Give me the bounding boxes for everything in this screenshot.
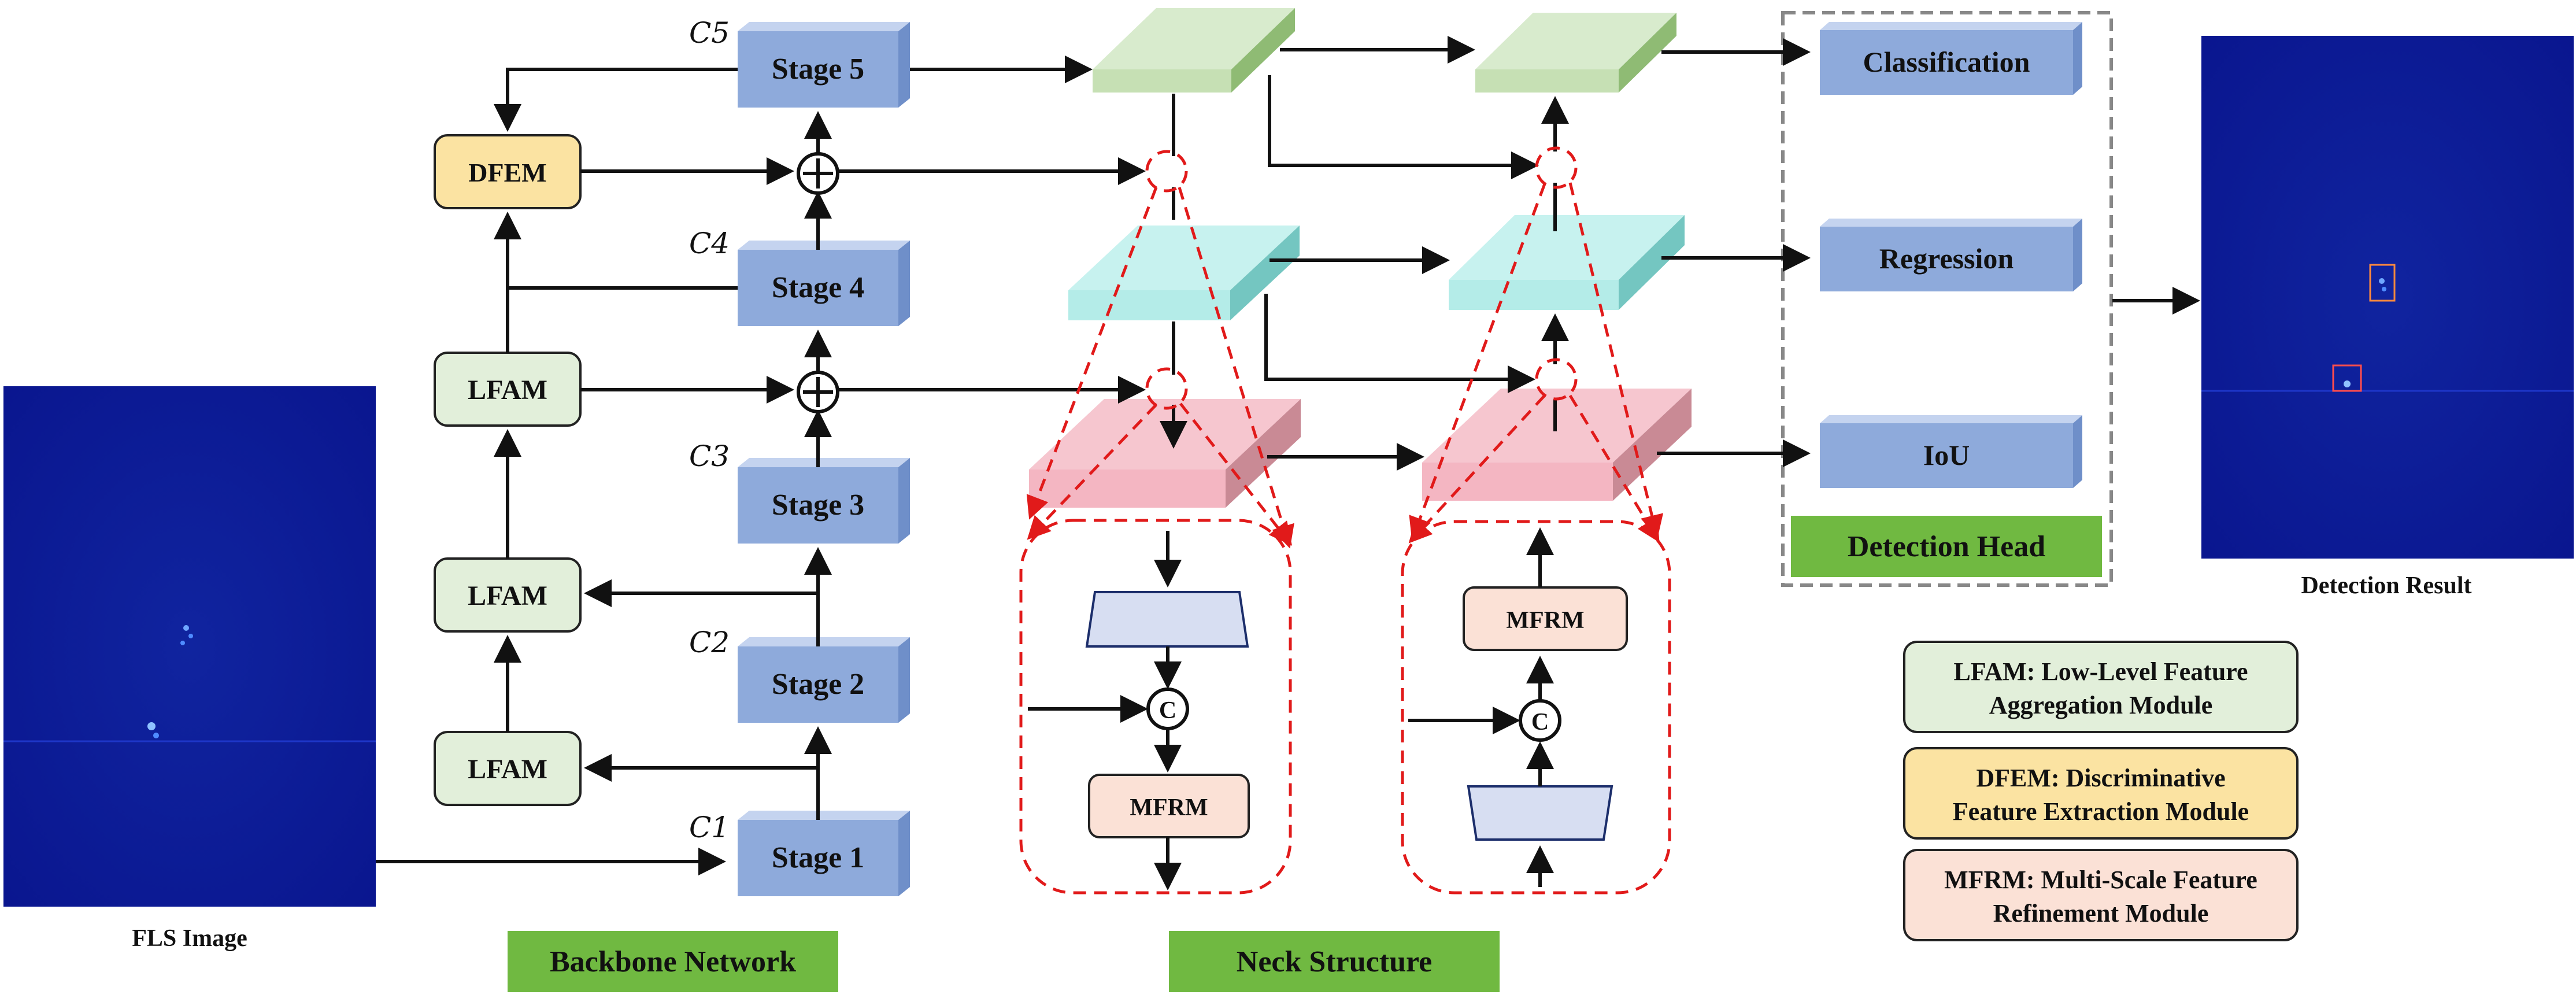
regression-label: Regression <box>1879 242 2014 275</box>
fusion-point-right-bottom <box>1535 358 1578 401</box>
iou-label: IoU <box>1923 439 1970 471</box>
stage-3-block: Stage 3 <box>738 458 910 544</box>
lfam-module-2: LFAM <box>434 557 582 633</box>
lfam-2-label: LFAM <box>468 581 547 611</box>
stage-2-block: Stage 2 <box>738 637 910 723</box>
detection-head-frame <box>1781 11 2113 587</box>
legend-dfem: DFEM: Discriminative Feature Extraction … <box>1903 747 2299 840</box>
neck-detail-panel-right: C MFRM <box>1401 520 1671 894</box>
concat-label-right: C <box>1531 709 1549 735</box>
fusion-point-left-bottom <box>1145 367 1188 410</box>
stage-5-block: Stage 5 <box>738 22 910 108</box>
lfam-module-1: LFAM <box>434 731 582 806</box>
fusion-point-left-top <box>1145 150 1188 193</box>
stage-4-block: Stage 4 <box>738 241 910 326</box>
mfrm-block-right <box>1463 586 1628 651</box>
neck-p4-left <box>1068 226 1300 320</box>
legend-dfem-line1: DFEM: Discriminative <box>1976 764 2225 792</box>
c5-label: C5 <box>689 16 730 50</box>
add-node-1 <box>797 371 839 413</box>
legend-mfrm-line2: Refinement Module <box>1993 899 2209 927</box>
legend-lfam-line1: LFAM: Low-Level Feature <box>1953 657 2248 686</box>
neck-p5-left <box>1093 8 1295 93</box>
classification-label: Classification <box>1863 46 2030 78</box>
stage-1-label: Stage 1 <box>772 841 864 874</box>
detection-box-2 <box>2332 364 2362 392</box>
input-caption: FLS Image <box>132 925 247 952</box>
neck-p5-right <box>1475 13 1676 93</box>
iou-block: IoU <box>1820 415 2082 488</box>
lfam-1-label: LFAM <box>468 754 547 785</box>
dfem-module: DFEM <box>434 134 582 209</box>
c3-label: C3 <box>689 439 730 473</box>
dfem-label: DFEM <box>468 158 546 187</box>
backbone-title-badge: Backbone Network <box>508 931 838 992</box>
neck-title-badge: Neck Structure <box>1169 931 1500 992</box>
legend-dfem-line2: Feature Extraction Module <box>1953 797 2249 826</box>
neck-detail-panel-left: C MFRM <box>1019 519 1292 894</box>
detection-result-image <box>2201 36 2574 559</box>
c2-label: C2 <box>689 626 730 659</box>
classification-block: Classification <box>1820 22 2082 95</box>
lfam-3-label: LFAM <box>468 375 547 405</box>
c1-label: C1 <box>689 811 730 844</box>
c4-label: C4 <box>689 227 730 260</box>
legend-mfrm: MFRM: Multi-Scale Feature Refinement Mod… <box>1903 849 2299 941</box>
legend-lfam-line2: Aggregation Module <box>1989 691 2213 719</box>
stage-4-label: Stage 4 <box>772 271 864 304</box>
detection-box-1 <box>2369 264 2396 302</box>
legend-lfam: LFAM: Low-Level Feature Aggregation Modu… <box>1903 641 2299 733</box>
mfrm-label-left: MFRM <box>1130 794 1208 821</box>
stage-3-label: Stage 3 <box>772 489 864 522</box>
neck-title: Neck Structure <box>1237 945 1432 978</box>
regression-block: Regression <box>1820 219 2082 291</box>
mfrm-label-right: MFRM <box>1506 607 1584 634</box>
fusion-point-right-top <box>1535 146 1578 189</box>
head-title: Detection Head <box>1848 530 2045 563</box>
neck-p4-right <box>1449 215 1685 310</box>
output-caption: Detection Result <box>2301 572 2471 599</box>
input-fls-image <box>3 386 376 907</box>
add-node-2 <box>797 152 839 195</box>
stage-5-label: Stage 5 <box>772 53 864 86</box>
head-title-badge: Detection Head <box>1791 516 2102 577</box>
stage-2-label: Stage 2 <box>772 668 864 701</box>
concat-label-left: C <box>1159 697 1176 724</box>
lfam-module-3: LFAM <box>434 352 582 427</box>
stage-1-block: Stage 1 <box>738 811 910 896</box>
backbone-title: Backbone Network <box>550 945 796 978</box>
legend-mfrm-line1: MFRM: Multi-Scale Feature <box>1944 866 2257 894</box>
